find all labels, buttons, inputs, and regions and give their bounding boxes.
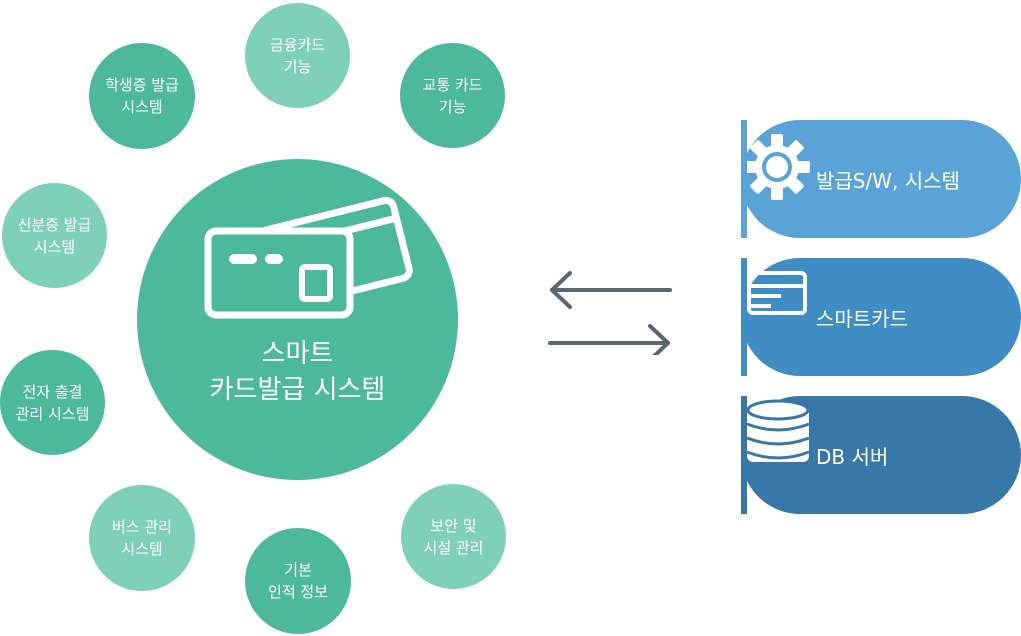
component-issuance-software: 발급S/W, 시스템 — [741, 120, 1021, 238]
node-label-line1: 교통 카드 — [422, 75, 483, 94]
node-label-line2: 기능 — [283, 57, 312, 76]
node-label-line2: 시스템 — [121, 98, 163, 116]
node-label-line1: 기본 — [284, 561, 312, 579]
node-label-line1: 버스 관리 — [112, 518, 172, 536]
component-label: DB 서버 — [816, 444, 889, 469]
component-label: 스마트카드 — [816, 306, 908, 331]
node-label-line2: 시스템 — [121, 540, 163, 558]
smart-card-icon — [204, 196, 413, 319]
node-label-line1: 신분증 발급 — [17, 215, 92, 234]
arrow-right-icon — [548, 324, 670, 355]
node-label-line1: 학생증 발급 — [105, 76, 179, 94]
database-icon — [741, 396, 810, 514]
component-db-server: DB 서버 — [741, 396, 1021, 514]
center-title-line2: 카드발급 시스템 — [209, 375, 386, 405]
gear-icon — [741, 120, 810, 238]
smart-card-issuance-center: 스마트 카드발급 시스템 — [137, 159, 458, 480]
component-label: 발급S/W, 시스템 — [816, 168, 960, 193]
node-label-line2: 시스템 — [33, 237, 76, 256]
node-label-line1: 전자 출결 — [22, 382, 83, 401]
node-label-line2: 관리 시스템 — [15, 404, 90, 423]
arrow-left-icon — [550, 271, 672, 309]
node-label-line1: 보안 및 — [430, 516, 477, 535]
center-title-line1: 스마트 — [261, 339, 334, 369]
node-label-line1: 금융카드 — [269, 35, 326, 54]
node-label-line2: 기능 — [438, 97, 467, 116]
bidirectional-arrows — [548, 271, 672, 355]
component-smart-card: 스마트카드 — [741, 258, 1021, 376]
card-icon — [741, 258, 807, 376]
node-label-line2: 인적 정보 — [268, 583, 328, 601]
node-label-line2: 시설 관리 — [423, 538, 484, 557]
